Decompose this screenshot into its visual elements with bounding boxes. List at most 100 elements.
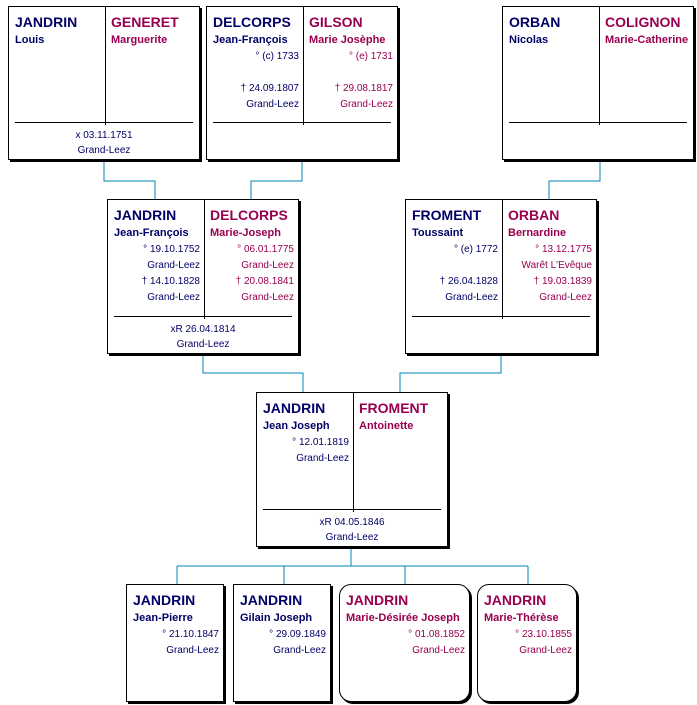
given-name: Jean Joseph <box>263 420 330 432</box>
death-place: Grand-Leez <box>340 99 393 110</box>
divider <box>509 122 687 123</box>
surname: JANDRIN <box>484 592 547 608</box>
birth-date: ° 06.01.1775 <box>237 244 294 255</box>
surname: GILSON <box>309 14 363 30</box>
couple-jandrin-generet[interactable]: JANDRIN Louis GENERET Marguerite x 03.11… <box>8 6 200 160</box>
divider <box>213 122 391 123</box>
birth-place: Grand-Leez <box>519 645 572 656</box>
wife-card[interactable]: DELCORPS Marie-Joseph ° 06.01.1775 Grand… <box>204 200 298 319</box>
husband-card[interactable]: ORBAN Nicolas <box>503 7 600 125</box>
given-name: Bernardine <box>508 227 567 239</box>
death-place: Grand-Leez <box>539 292 592 303</box>
child-card[interactable]: JANDRIN Marie-Thérèse ° 23.10.1855 Grand… <box>477 584 577 702</box>
marriage-place: Grand-Leez <box>77 145 131 156</box>
given-name: Marie-Thérèse <box>484 612 559 624</box>
given-name: Marie Josèphe <box>309 34 386 46</box>
surname: JANDRIN <box>133 592 196 608</box>
birth-place: Grand-Leez <box>412 645 465 656</box>
birth-date: ° (e) 1731 <box>348 51 393 62</box>
divider <box>263 509 441 510</box>
divider <box>15 122 193 123</box>
birth-date: ° 13.12.1775 <box>535 244 592 255</box>
surname: JANDRIN <box>346 592 409 608</box>
link-jandrin-generet-to-child <box>103 160 156 200</box>
surname: FROMENT <box>359 400 429 416</box>
given-name: Jean-François <box>114 227 189 239</box>
death-date: † 19.03.1839 <box>533 276 592 287</box>
child-card[interactable]: JANDRIN Gilain Joseph ° 29.09.1849 Grand… <box>233 584 331 702</box>
surname: DELCORPS <box>213 14 291 30</box>
husband-card[interactable]: DELCORPS Jean-François ° (c) 1733 † 24.0… <box>207 7 304 125</box>
birth-date: ° 12.01.1819 <box>292 437 349 448</box>
surname: GENERET <box>111 14 179 30</box>
birth-place: Grand-Leez <box>166 645 219 656</box>
link-orban-colignon-to-child <box>548 160 601 200</box>
wife-card[interactable]: GILSON Marie Josèphe ° (e) 1731 † 29.08.… <box>303 7 397 125</box>
wife-card[interactable]: ORBAN Bernardine ° 13.12.1775 Warêt L'Ev… <box>502 200 596 319</box>
wife-card[interactable]: COLIGNON Marie-Catherine <box>599 7 693 125</box>
given-name: Marie-Désirée Joseph <box>346 612 460 624</box>
surname: FROMENT <box>412 207 482 223</box>
death-place: Grand-Leez <box>241 292 294 303</box>
surname: JANDRIN <box>15 14 78 30</box>
death-place: Grand-Leez <box>445 292 498 303</box>
birth-place: Grand-Leez <box>273 645 326 656</box>
husband-card[interactable]: JANDRIN Louis <box>9 7 106 125</box>
given-name: Jean-Pierre <box>133 612 193 624</box>
marriage-place: Grand-Leez <box>325 532 379 543</box>
couple-orban-colignon[interactable]: ORBAN Nicolas COLIGNON Marie-Catherine <box>502 6 694 160</box>
birth-place: Grand-Leez <box>241 260 294 271</box>
death-date: † 26.04.1828 <box>439 276 498 287</box>
given-name: Toussaint <box>412 227 464 239</box>
marriage-place: Grand-Leez <box>176 339 230 350</box>
birth-date: ° (c) 1733 <box>255 51 299 62</box>
wife-card[interactable]: FROMENT Antoinette <box>353 393 447 512</box>
marriage-date: xR 26.04.1814 <box>170 324 236 335</box>
birth-date: ° 23.10.1855 <box>515 629 572 640</box>
death-place: Grand-Leez <box>147 292 200 303</box>
birth-place: Grand-Leez <box>296 453 349 464</box>
given-name: Marguerite <box>111 34 168 46</box>
given-name: Louis <box>15 34 45 46</box>
divider <box>412 316 590 317</box>
link-froment-orban-to-child <box>399 354 502 393</box>
couple-jandrin-froment[interactable]: JANDRIN Jean Joseph ° 12.01.1819 Grand-L… <box>256 392 448 547</box>
birth-date: ° 19.10.1752 <box>143 244 200 255</box>
given-name: Marie-Catherine <box>605 34 689 46</box>
death-date: † 29.08.1817 <box>334 83 393 94</box>
child-card[interactable]: JANDRIN Marie-Désirée Joseph ° 01.08.185… <box>339 584 470 702</box>
surname: ORBAN <box>508 207 560 223</box>
given-name: Jean-François <box>213 34 288 46</box>
husband-card[interactable]: JANDRIN Jean-François ° 19.10.1752 Grand… <box>108 200 205 319</box>
couple-jandrin-delcorps[interactable]: JANDRIN Jean-François ° 19.10.1752 Grand… <box>107 199 299 354</box>
death-date: † 24.09.1807 <box>240 83 299 94</box>
surname: JANDRIN <box>114 207 177 223</box>
husband-card[interactable]: JANDRIN Jean Joseph ° 12.01.1819 Grand-L… <box>257 393 354 512</box>
couple-froment-orban[interactable]: FROMENT Toussaint ° (e) 1772 † 26.04.182… <box>405 199 597 354</box>
birth-place: Warêt L'Evêque <box>521 260 592 271</box>
surname: ORBAN <box>509 14 561 30</box>
given-name: Marie-Joseph <box>210 227 281 239</box>
link-jandrin-delcorps-to-child <box>202 354 304 393</box>
given-name: Nicolas <box>509 34 549 46</box>
marriage-date: x 03.11.1751 <box>75 130 133 141</box>
birth-date: ° 21.10.1847 <box>162 629 219 640</box>
couple-delcorps-gilson[interactable]: DELCORPS Jean-François ° (c) 1733 † 24.0… <box>206 6 398 160</box>
link-delcorps-gilson-to-child <box>250 160 303 200</box>
child-card[interactable]: JANDRIN Jean-Pierre ° 21.10.1847 Grand-L… <box>126 584 224 702</box>
birth-place: Grand-Leez <box>147 260 200 271</box>
wife-card[interactable]: GENERET Marguerite <box>105 7 199 125</box>
given-name: Gilain Joseph <box>240 612 313 624</box>
birth-date: ° (e) 1772 <box>453 244 498 255</box>
surname: COLIGNON <box>605 14 681 30</box>
death-date: † 14.10.1828 <box>141 276 200 287</box>
marriage-date: xR 04.05.1846 <box>319 517 385 528</box>
surname: JANDRIN <box>263 400 326 416</box>
husband-card[interactable]: FROMENT Toussaint ° (e) 1772 † 26.04.182… <box>406 200 503 319</box>
surname: JANDRIN <box>240 592 303 608</box>
birth-date: ° 01.08.1852 <box>408 629 465 640</box>
death-place: Grand-Leez <box>246 99 299 110</box>
birth-date: ° 29.09.1849 <box>269 629 326 640</box>
given-name: Antoinette <box>359 420 414 432</box>
